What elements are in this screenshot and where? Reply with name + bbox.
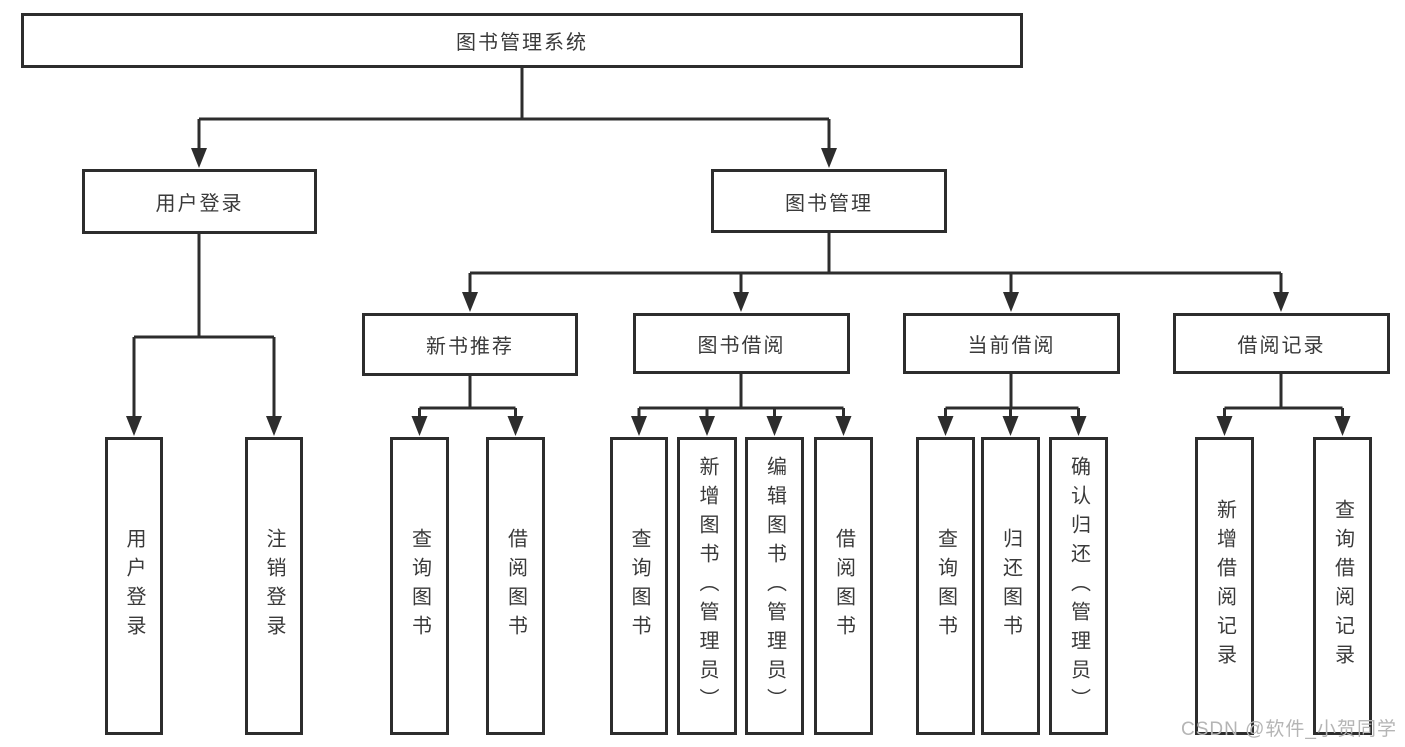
node-current-borrowing: 当前借阅 xyxy=(903,313,1120,374)
node-label: 当前借阅 xyxy=(967,335,1056,357)
edge-current-borrowing-to-leaves xyxy=(944,374,1080,418)
arrowhead xyxy=(411,416,428,436)
arrowhead xyxy=(631,416,647,436)
edge-borrow-records-to-leaves xyxy=(1223,374,1344,418)
node-new-book-recommend: 新书推荐 xyxy=(362,313,578,376)
leaf-borrowing-query-book: 查询图书 xyxy=(610,437,668,735)
arrowhead xyxy=(1334,416,1351,436)
node-user-login: 用户登录 xyxy=(82,169,317,234)
node-label: 借阅图书 xyxy=(832,528,855,644)
arrowhead xyxy=(191,148,207,168)
node-label: 借阅记录 xyxy=(1237,335,1326,357)
node-label: 新增借阅记录 xyxy=(1213,499,1236,673)
arrowhead xyxy=(835,416,852,436)
edge-user-login-to-leaves xyxy=(132,234,276,418)
arrowhead xyxy=(1273,292,1289,312)
arrowhead xyxy=(733,292,749,312)
node-label: 用户登录 xyxy=(123,528,145,644)
leaf-recommend-query-book: 查询图书 xyxy=(390,437,449,735)
leaf-recommend-borrow-book: 借阅图书 xyxy=(486,437,545,735)
node-library-system: 图书管理系统 xyxy=(21,13,1023,68)
node-label: 编辑图书（管理员） xyxy=(763,455,786,717)
arrowhead xyxy=(937,416,954,436)
node-label: 注销登录 xyxy=(263,528,285,644)
node-borrow-records: 借阅记录 xyxy=(1173,313,1390,374)
arrowhead xyxy=(1003,292,1019,312)
node-label: 查询借阅记录 xyxy=(1331,499,1354,673)
leaf-current-confirm-return-admin: 确认归还（管理员） xyxy=(1049,437,1108,735)
node-label: 查询图书 xyxy=(408,528,431,644)
node-book-borrowing: 图书借阅 xyxy=(633,313,850,374)
leaf-current-query-book: 查询图书 xyxy=(916,437,975,735)
leaf-current-return-book: 归还图书 xyxy=(981,437,1040,735)
edge-book-borrowing-to-leaves xyxy=(637,374,845,418)
node-label: 图书借阅 xyxy=(697,335,786,357)
arrowhead xyxy=(266,416,282,436)
leaf-user-login: 用户登录 xyxy=(105,437,163,735)
leaf-borrowing-edit-book-admin: 编辑图书（管理员） xyxy=(745,437,804,735)
edge-root-to-level2 xyxy=(197,68,831,150)
node-label: 查询图书 xyxy=(628,528,650,644)
leaf-borrowing-borrow-book: 借阅图书 xyxy=(814,437,873,735)
arrowhead xyxy=(1002,416,1019,436)
node-label: 图书管理系统 xyxy=(456,32,588,54)
node-label: 归还图书 xyxy=(999,528,1022,644)
arrowhead xyxy=(699,416,715,436)
arrowhead xyxy=(1070,416,1087,436)
node-label: 用户登录 xyxy=(155,193,244,215)
node-label: 查询图书 xyxy=(934,528,957,644)
leaf-logout: 注销登录 xyxy=(245,437,303,735)
node-label: 借阅图书 xyxy=(504,528,527,644)
arrowhead xyxy=(1216,416,1233,436)
leaf-records-query-borrow-record: 查询借阅记录 xyxy=(1313,437,1372,735)
arrowhead xyxy=(462,292,478,312)
node-label: 确认归还（管理员） xyxy=(1067,455,1090,717)
leaf-borrowing-add-book-admin: 新增图书（管理员） xyxy=(677,437,737,735)
arrowhead xyxy=(507,416,524,436)
node-label: 新书推荐 xyxy=(426,336,514,358)
arrowhead xyxy=(821,148,837,168)
node-label: 图书管理 xyxy=(785,192,873,215)
node-label: 新增图书（管理员） xyxy=(696,455,718,717)
leaf-records-add-borrow-record: 新增借阅记录 xyxy=(1195,437,1254,735)
edge-new-book-recommend-to-leaves xyxy=(418,376,517,418)
node-book-management: 图书管理 xyxy=(711,169,947,233)
edge-book-management-to-level3 xyxy=(468,233,1283,294)
watermark: CSDN @软件_小贺同学 xyxy=(1181,719,1397,740)
arrowhead xyxy=(126,416,142,436)
arrowhead xyxy=(766,416,783,436)
